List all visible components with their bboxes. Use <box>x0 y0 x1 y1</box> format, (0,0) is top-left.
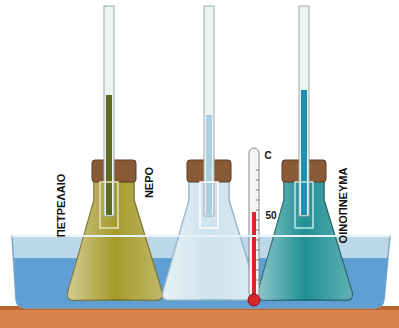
flask-alcohol <box>258 6 353 300</box>
liquid-label: ΠΕΤΡΕΛΑΙΟ <box>56 173 67 237</box>
thermometer <box>248 148 260 306</box>
unit-label: C <box>264 151 271 161</box>
flask-water <box>163 6 258 300</box>
scale-value: 50 <box>265 211 276 221</box>
flask-petroleum <box>68 6 163 300</box>
liquid-label: ΝΕΡΟ <box>145 166 156 197</box>
shelf <box>0 306 399 328</box>
liquid-label: ΟΙΝΟΠΝΕΥΜΑ <box>339 167 350 243</box>
